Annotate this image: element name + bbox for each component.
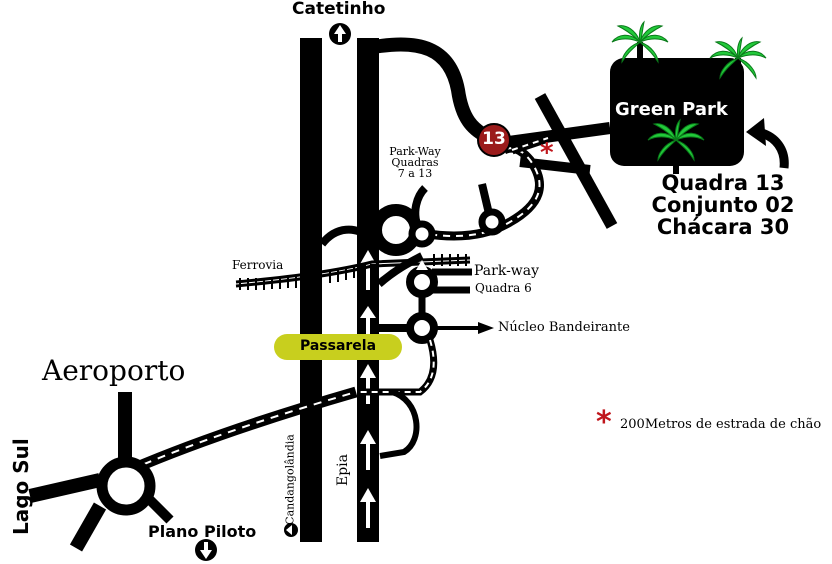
arrow-down-circle-icon — [195, 539, 217, 561]
epia-label: Epia — [335, 453, 351, 486]
arrow-up-circle-icon — [329, 23, 351, 45]
passarela-label: Passarela — [299, 338, 377, 354]
lago-sul-label: Lago Sul — [9, 438, 33, 535]
main-road-left — [300, 38, 322, 542]
exit-13-label: 13 — [482, 129, 506, 149]
dirt-road-star: * — [540, 138, 554, 168]
roundabout-nucleo — [406, 312, 438, 344]
aeroporto-label: Aeroporto — [42, 354, 186, 387]
green-park-block — [610, 58, 744, 166]
passarela-pill — [274, 334, 402, 360]
road-to-exit-13 — [366, 37, 494, 145]
airport-road — [127, 386, 358, 476]
green-park-label: Green Park — [615, 99, 728, 120]
destination-label: Quadra 13 Conjunto 02 Chácara 30 — [651, 171, 795, 239]
nucleo-bandeirante-label: Núcleo Bandeirante — [498, 320, 630, 335]
plano-piloto-label: Plano Piloto — [148, 522, 257, 541]
quadra-6-label: Quadra 6 — [475, 281, 532, 295]
catetinho-label: Catetinho — [292, 0, 386, 19]
cross-road-a — [534, 93, 618, 229]
park-way-quadras-label: Park-Way Quadras 7 a 13 — [389, 145, 441, 180]
legend-text: 200Metros de estrada de chão — [620, 417, 822, 432]
ferrovia-label: Ferrovia — [232, 258, 284, 272]
exit-13-marker — [477, 123, 511, 157]
roundabout-quadra6 — [406, 266, 438, 298]
candangolandia-label: Candangolândia — [283, 434, 297, 525]
roundabout-aeroporto — [96, 456, 156, 516]
legend-star: * — [596, 405, 612, 440]
ferrovia-rail — [235, 254, 471, 290]
arrow-nucleo — [478, 322, 494, 334]
arrow-left-circle-icon — [284, 523, 298, 537]
park-way-label: Park-way — [474, 263, 540, 279]
